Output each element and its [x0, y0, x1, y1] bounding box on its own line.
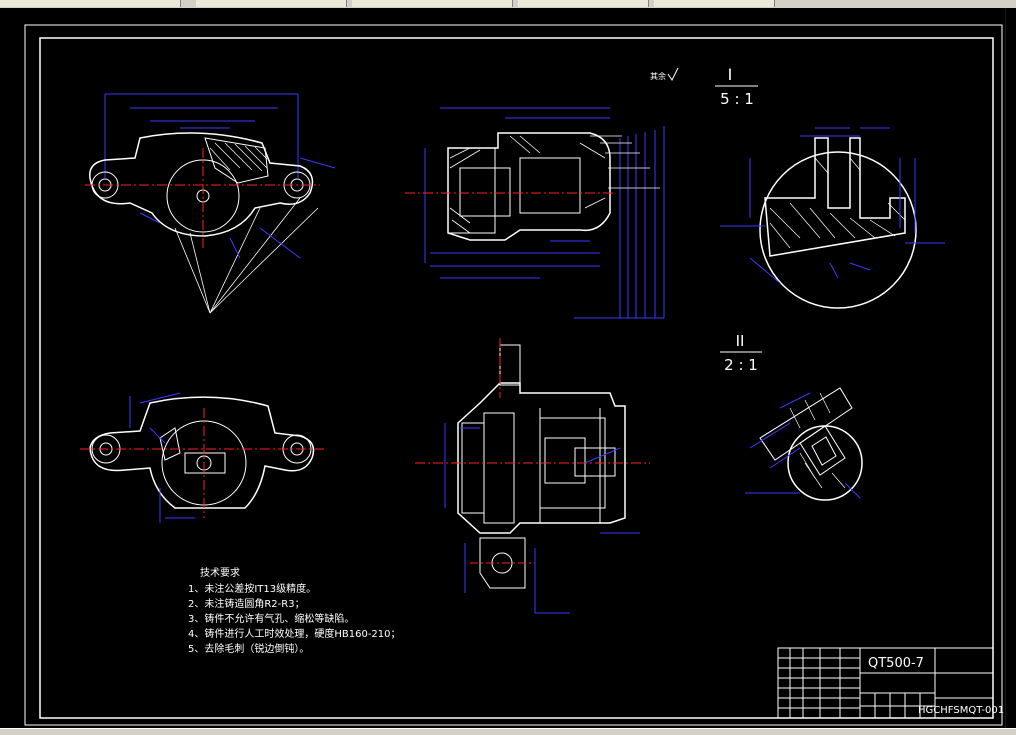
- detail2-scale: 2 : 1: [724, 356, 758, 374]
- tech-note-1: 1、未注公差按IT13级精度。: [188, 582, 316, 595]
- material-label: QT500-7: [868, 656, 924, 671]
- roughness-note: 其余: [650, 71, 666, 81]
- tech-note-4: 4、铸件进行人工时效处理，硬度HB160-210；: [188, 627, 401, 640]
- toolbar-tab[interactable]: [518, 0, 649, 7]
- toolbar-tab[interactable]: [654, 0, 775, 7]
- drawing-number: HGCHFSMQT-001: [918, 705, 1004, 716]
- outer-frame: [24, 24, 1003, 726]
- toolbar-tab[interactable]: [196, 0, 347, 7]
- top-view: [80, 392, 325, 523]
- cad-drawing-canvas[interactable]: 其余 I 5 : 1: [0, 8, 1016, 728]
- title-block: [777, 647, 994, 719]
- section-view-top: [405, 107, 665, 319]
- inner-frame: [39, 37, 994, 719]
- tech-note-3: 3、铸件不允许有气孔、缩松等缺陷。: [188, 612, 354, 625]
- detail1-scale: 5 : 1: [720, 90, 754, 108]
- tech-note-5: 5、去除毛刺（锐边倒钝）。: [188, 642, 309, 655]
- tech-note-2: 2、未注铸造圆角R2-R3；: [188, 597, 305, 610]
- toolbar-tab[interactable]: [0, 0, 61, 7]
- detail2-label: II: [736, 332, 745, 350]
- detail-view-2: II 2 : 1: [720, 332, 863, 501]
- toolbar-tab[interactable]: [60, 0, 181, 7]
- detail1-label: I: [728, 65, 733, 84]
- vertical-scrollbar[interactable]: [1005, 8, 1016, 728]
- toolbar-tab[interactable]: [352, 0, 513, 7]
- status-bar: [0, 728, 1016, 735]
- side-view: [415, 338, 650, 614]
- tech-notes-title: 技术要求: [200, 566, 240, 579]
- front-view-top: [85, 93, 336, 314]
- drawing-svg: 其余 I 5 : 1: [24, 24, 1004, 726]
- detail-view-1: I 5 : 1: [715, 65, 945, 309]
- technical-requirements: 技术要求 1、未注公差按IT13级精度。 2、未注铸造圆角R2-R3； 3、铸件…: [188, 566, 401, 655]
